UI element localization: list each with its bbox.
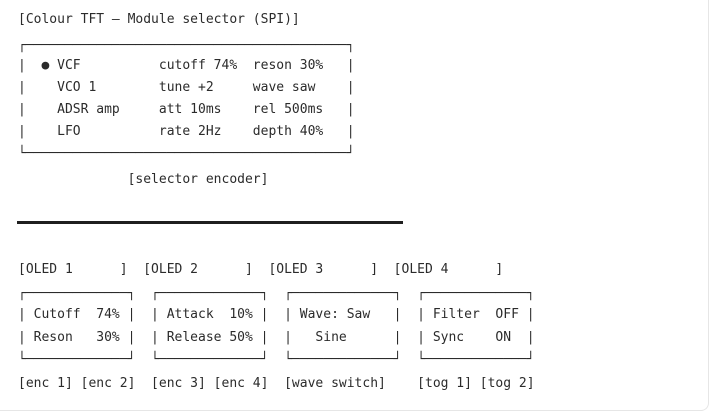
tft-row-adsr-amp: | ADSR amp att 10ms rel 500ms | (18, 102, 355, 117)
oled-box-bottom-borders: └─────────────┘ └─────────────┘ └───────… (18, 352, 535, 367)
oled-row-2: | Reson 30% | | Release 50% | | Sine | |… (18, 330, 535, 345)
tft-box-bottom-border: └───────────────────────────────────────… (18, 146, 355, 161)
tft-row-vco1: | VCO 1 tune +2 wave saw | (18, 80, 355, 95)
oled-headers: [OLED 1 ] [OLED 2 ] [OLED 3 ] [OLED 4 ] (18, 262, 504, 277)
section-divider (17, 221, 403, 224)
oled-row-1: | Cutoff 74% | | Attack 10% | | Wave: Sa… (18, 307, 535, 322)
oled-box-top-borders: ┌─────────────┐ ┌─────────────┐ ┌───────… (18, 286, 535, 301)
tft-box-top-border: ┌───────────────────────────────────────… (18, 38, 355, 53)
selector-encoder-label: [selector encoder] (18, 172, 269, 187)
tft-title: [Colour TFT — Module selector (SPI)] (18, 12, 300, 27)
tft-row-lfo: | LFO rate 2Hz depth 40% | (18, 124, 355, 139)
tft-row-vcf: | ● VCF cutoff 74% reson 30% | (18, 58, 355, 73)
oled-controls-labels: [enc 1] [enc 2] [enc 3] [enc 4] [wave sw… (18, 376, 535, 391)
